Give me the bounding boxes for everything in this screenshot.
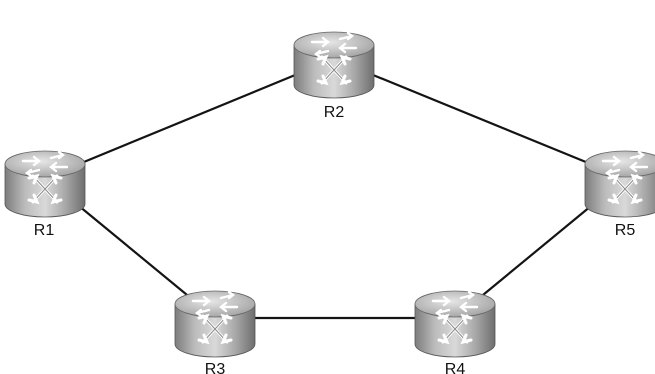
- router-label-r1: R1: [34, 222, 55, 239]
- router-icon: [293, 31, 375, 99]
- router-r2[interactable]: R2: [293, 31, 375, 121]
- router-icon: [4, 150, 86, 218]
- router-label-r5: R5: [615, 222, 636, 239]
- router-r5[interactable]: R5: [584, 150, 655, 239]
- router-label-r3: R3: [205, 361, 226, 374]
- router-label-r4: R4: [445, 361, 466, 374]
- link-r1-r2: [43, 57, 336, 180]
- router-icon: [414, 290, 496, 358]
- router-r3[interactable]: R3: [174, 290, 256, 374]
- router-icon: [584, 150, 655, 218]
- router-icon: [174, 290, 256, 358]
- router-label-r2: R2: [324, 104, 345, 121]
- router-r1[interactable]: R1: [4, 150, 86, 239]
- router-r4[interactable]: R4: [414, 290, 496, 374]
- link-r2-r5: [332, 57, 627, 180]
